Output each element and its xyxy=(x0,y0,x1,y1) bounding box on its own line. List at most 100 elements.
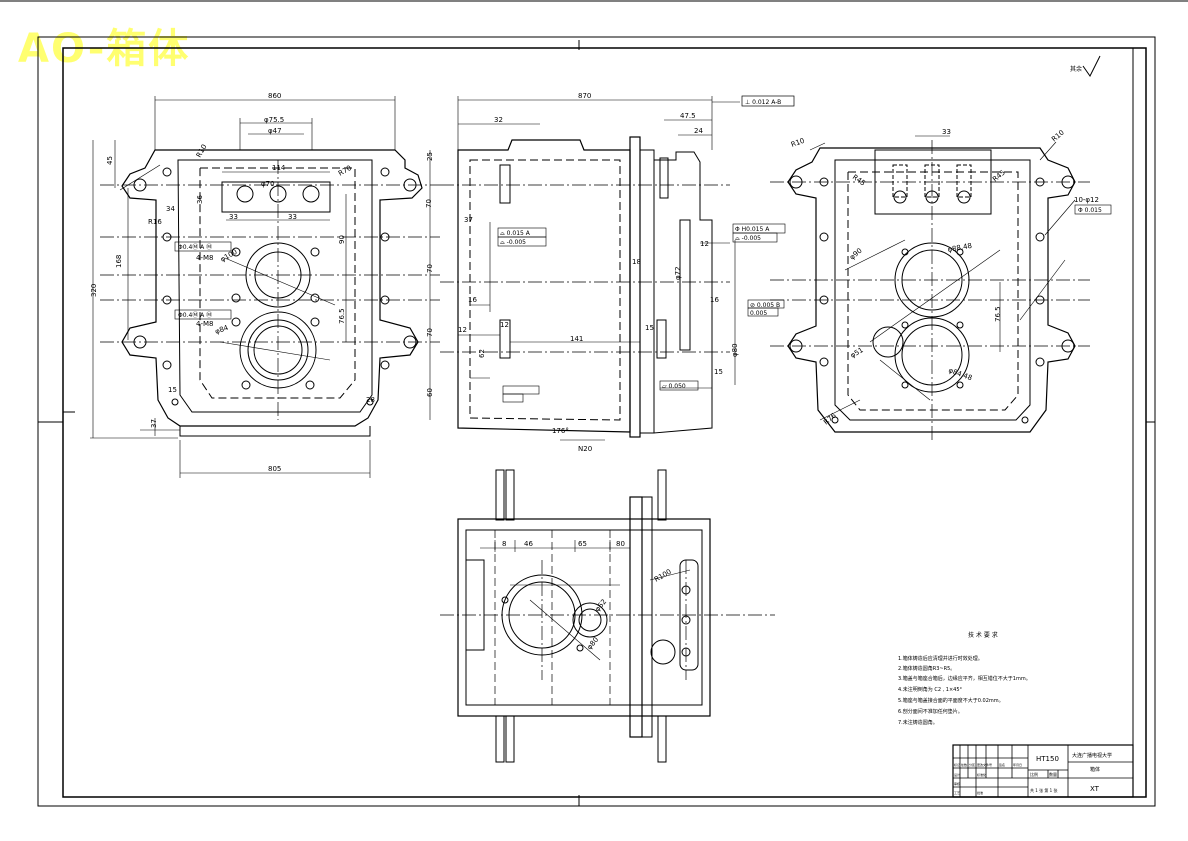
tb-qty-label: 数量 xyxy=(1049,771,1057,777)
dim-front-37: 37 xyxy=(150,419,158,428)
dim-front-320: 320 xyxy=(90,284,98,297)
dim-front-d70: φ70 xyxy=(261,180,275,188)
top-view xyxy=(440,469,775,763)
dim-front-765: 76.5 xyxy=(338,308,346,324)
dim-front-33a: 33 xyxy=(229,213,238,221)
dim-front-34: 34 xyxy=(166,205,175,213)
tb-hdr-4: 签名 xyxy=(999,762,1005,767)
note-line-2: 2.箱体铸造圆角R3~R5。 xyxy=(898,665,955,672)
dim-front-r70: R70 xyxy=(337,164,353,178)
tb-part-name: 箱体 xyxy=(1090,766,1100,773)
side-view-labels: 870 32 47.5 24 ⊥ 0.012 A-B ⌓ 0.015 A ⌓ -… xyxy=(458,92,781,453)
tb-approve: 批准 xyxy=(977,790,983,795)
tb-hdr-5: 年月日 xyxy=(1013,762,1022,767)
dim-front-36: 36 xyxy=(196,195,204,204)
roughness-mark: 其余 xyxy=(1070,55,1101,77)
dim-top-8: 8 xyxy=(502,540,506,548)
dim-end-d8848: φ88.48 xyxy=(947,242,973,254)
tol-front-b: Φ0.4Ⓜ A Ⓜ xyxy=(178,311,212,319)
tol-side-top: ⊥ 0.012 A-B xyxy=(745,99,781,106)
tb-row-0: 设计 xyxy=(954,772,960,777)
dim-side-12a: 12 xyxy=(458,326,467,334)
tb-row-1: 审核 xyxy=(954,781,960,786)
dim-front-m8b: 4-M8 xyxy=(196,320,213,328)
dim-side-d72: φ72 xyxy=(674,266,682,280)
dim-side-15b: 15 xyxy=(714,368,723,376)
dim-side-n20: N20 xyxy=(578,445,592,453)
tb-drawing-no: XT xyxy=(1090,785,1100,793)
dim-front-158: 168 xyxy=(115,255,123,268)
tb-hdr-0: 标记 xyxy=(954,762,960,767)
note-line-1: 1.箱体铸造后应清理并进行时效处理。 xyxy=(898,655,983,662)
dim-front-60: 60 xyxy=(426,388,434,397)
dim-end-d84: φ84.48 xyxy=(947,366,973,382)
end-view xyxy=(770,135,1112,440)
dim-front-m8a: 4-M8 xyxy=(196,254,213,262)
dim-end-r45b: R45 xyxy=(991,169,1007,184)
dim-front-33b: 33 xyxy=(288,213,297,221)
dim-end-d51: φ51 xyxy=(849,346,865,360)
dim-side-870: 870 xyxy=(578,92,591,100)
dim-front-d100: φ100 xyxy=(219,248,239,264)
dim-end-r10b: R10 xyxy=(1050,129,1066,144)
dim-end-r45: R45 xyxy=(851,173,867,187)
note-line-7: 7.未注铸造圆角。 xyxy=(898,719,938,726)
dim-front-805: 805 xyxy=(268,465,281,473)
dim-front-755: φ75.5 xyxy=(264,116,284,124)
tol-side-c1: ⊘ 0.005 B xyxy=(750,302,780,309)
dim-side-141: 141 xyxy=(570,335,583,343)
tb-scale-label: 比例 xyxy=(1030,771,1038,777)
front-view xyxy=(90,96,440,478)
dim-top-65: 65 xyxy=(578,540,587,548)
dim-front-70a: 70 xyxy=(425,199,433,208)
technical-notes: 技 术 要 求 1.箱体铸造后应清理并进行时效处理。 2.箱体铸造圆角R3~R5… xyxy=(898,631,1031,726)
tb-row-2: 工艺 xyxy=(954,790,960,795)
dim-front-r10: R10 xyxy=(195,143,209,159)
tol-side-flat1: ⌓ 0.015 A xyxy=(500,230,531,237)
dim-front-15: 15 xyxy=(168,386,177,394)
title-block-labels: HT150 大连广播电视大学 箱体 XT 比例 数量 共 1 张 第 1 张 标… xyxy=(954,752,1112,795)
dim-end-d90: φ90 xyxy=(848,247,864,262)
tol-side-h2: ⌓ -0.005 xyxy=(735,235,761,242)
dim-side-475: 47.5 xyxy=(680,112,696,120)
dim-side-16a: 16 xyxy=(468,296,477,304)
tb-material: HT150 xyxy=(1036,755,1059,763)
dim-top-46: 46 xyxy=(524,540,533,548)
dim-end-r76: R76 xyxy=(822,411,838,426)
dim-end-1012: 10-φ12 xyxy=(1074,196,1099,204)
top-view-labels: 8 46 65 80 R100 φ62 φ80 xyxy=(502,540,673,651)
tol-end-right: Φ 0.015 xyxy=(1078,207,1102,214)
dim-side-176: 176° xyxy=(552,427,569,435)
tb-std: 标准化 xyxy=(977,772,986,777)
dim-top-d62: φ62 xyxy=(593,598,608,614)
dim-side-37: 37 xyxy=(464,216,473,224)
tb-hdr-2: 分区 xyxy=(969,762,975,767)
note-line-4: 4.未注明倒角为 C2 , 1×45° xyxy=(898,686,963,693)
dim-side-24: 24 xyxy=(694,127,703,135)
dim-end-765: 76.5 xyxy=(994,306,1002,322)
dim-front-r16: R16 xyxy=(148,218,162,226)
watermark-text: AO-箱体 xyxy=(18,26,191,72)
dim-side-15a: 15 xyxy=(645,324,654,332)
dim-front-28: 28 xyxy=(366,396,375,404)
dim-front-25: 25 xyxy=(426,152,434,161)
note-line-3: 3.箱盖与箱座合箱后，边缘应平齐，相互错位不大于1mm。 xyxy=(898,675,1031,682)
dim-front-114: 114 xyxy=(272,164,286,172)
tb-hdr-3: 更改文件号 xyxy=(977,762,992,767)
dim-top-r100: R100 xyxy=(653,568,673,584)
note-line-5: 5.箱座与箱盖接合面的平面度不大于0.02mm。 xyxy=(898,697,1004,704)
tol-side-c2: 0.005 xyxy=(750,310,767,317)
dim-side-18: 18 xyxy=(632,258,641,266)
dim-side-16b: 16 xyxy=(710,296,719,304)
notes-title: 技 术 要 求 xyxy=(968,631,998,639)
dim-side-12b: 12 xyxy=(500,321,509,329)
tb-hdr-1: 处数 xyxy=(961,762,967,767)
tol-side-flat2: ⌓ -0.005 xyxy=(500,239,526,246)
dim-front-45: 45 xyxy=(106,156,114,165)
dim-front-90: 90 xyxy=(338,235,346,244)
tb-sheet-label: 共 1 张 第 1 张 xyxy=(1030,787,1057,793)
dim-side-12c: 12 xyxy=(700,240,709,248)
side-view xyxy=(440,95,795,441)
tb-school: 大连广播电视大学 xyxy=(1072,752,1112,759)
